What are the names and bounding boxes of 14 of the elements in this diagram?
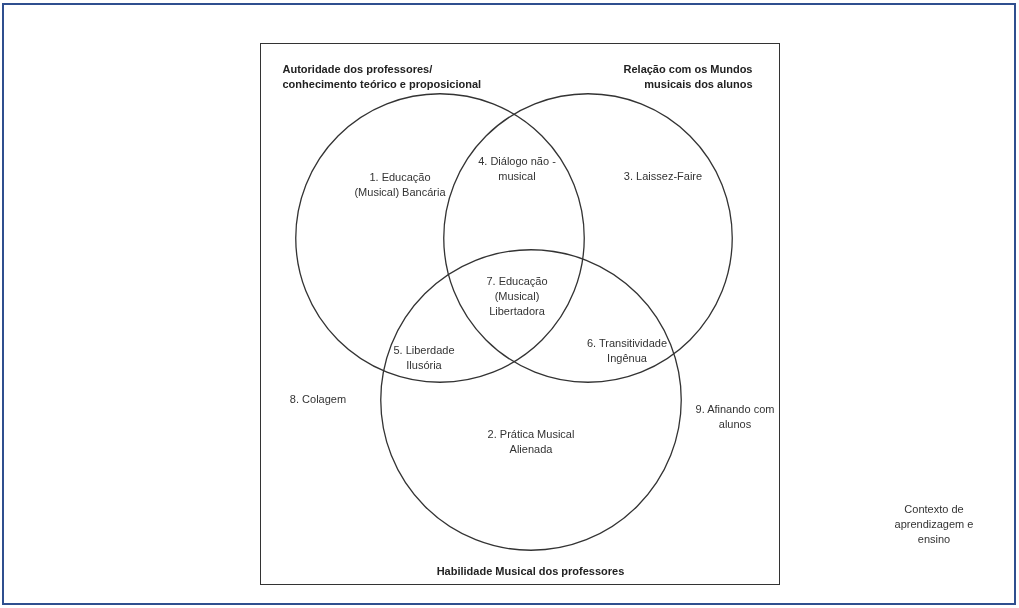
context-caption: Contexto de aprendizagem e ensino (893, 502, 975, 547)
region-label: 7. Educação (Musical) Libertadora (485, 274, 549, 319)
region-label: 5. Liberdade Ilusória (392, 343, 456, 373)
region-label: 4. Diálogo não -musical (477, 154, 557, 184)
context-rectangle (260, 43, 780, 585)
region-label: 9. Afinando com alunos (694, 402, 776, 432)
circle-heading: Habilidade Musical dos professores (435, 563, 626, 579)
circle-heading: Autoridade dos professores/ conhecimento teórico e proposicional (282, 61, 483, 92)
region-label: 2. Prática Musical Alienada (486, 427, 576, 457)
region-label: 3. Laissez-Faire (622, 169, 704, 184)
region-label: 1. Educação (Musical) Bancária (353, 170, 447, 200)
region-label: 8. Colagem (288, 392, 348, 407)
circle-heading: Relação com os Mundos musicais dos alunos (622, 61, 753, 92)
region-label: 6. Transitividade Ingênua (585, 336, 669, 366)
